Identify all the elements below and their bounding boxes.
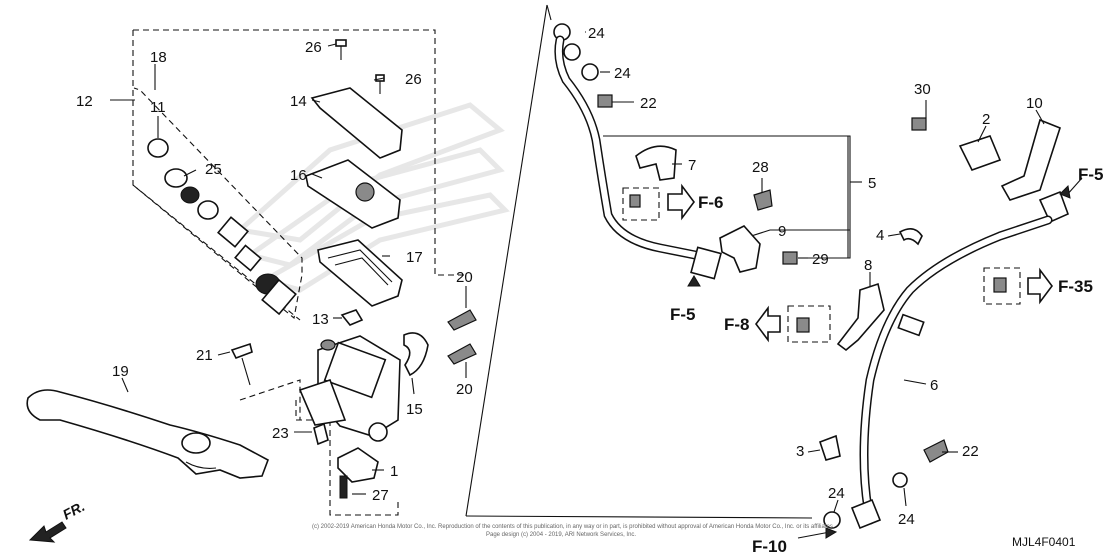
callout-24-a: 24 — [588, 25, 605, 42]
brake-hoses — [554, 35, 1053, 530]
callout-13: 13 — [312, 311, 329, 328]
callout-16: 16 — [290, 167, 307, 184]
callout-11: 11 — [150, 99, 166, 116]
ref-f6[interactable]: F-6 — [698, 193, 724, 212]
front-direction-indicator: FR. — [28, 498, 87, 543]
callout-28: 28 — [752, 159, 769, 176]
front-arrow-icon — [28, 521, 67, 543]
copyright-line-1: (c) 2002-2019 American Honda Motor Co., … — [312, 524, 835, 530]
callout-9: 9 — [778, 223, 786, 240]
hardware — [230, 23, 1007, 529]
callout-3: 3 — [796, 443, 804, 460]
callout-10: 10 — [1026, 95, 1043, 112]
callout-7: 7 — [688, 157, 696, 174]
callout-numbers: 12 18 11 25 26 26 14 16 17 13 21 19 20 2… — [76, 25, 1043, 528]
callout-26-mid: 26 — [405, 71, 422, 88]
section-ref-arrows — [667, 177, 1083, 539]
copyright-line-2: Page design (c) 2004 - 2019, ARI Network… — [486, 532, 636, 538]
callout-20-upper: 20 — [456, 269, 473, 286]
section-references: F-6 F-5 F-8 F-5 F-35 F-10 — [670, 165, 1104, 556]
callout-4: 4 — [876, 227, 884, 244]
leader-lines — [121, 31, 1045, 513]
ref-f5-left[interactable]: F-5 — [670, 305, 696, 324]
master-cylinder-internals — [147, 138, 297, 316]
callout-19: 19 — [112, 363, 129, 380]
front-label: FR. — [60, 498, 87, 523]
callout-23: 23 — [272, 425, 289, 442]
callout-12: 12 — [76, 93, 93, 110]
callout-17: 17 — [406, 249, 423, 266]
callout-8: 8 — [864, 257, 872, 274]
callout-24-c: 24 — [828, 485, 845, 502]
hose-brackets — [635, 118, 1070, 352]
callout-24-d: 24 — [898, 511, 915, 528]
diagram-code: MJL4F0401 — [1012, 535, 1076, 549]
callout-18: 18 — [150, 49, 167, 66]
callout-6: 6 — [930, 377, 938, 394]
ref-f5-right[interactable]: F-5 — [1078, 165, 1104, 184]
callout-22-bottom: 22 — [962, 443, 979, 460]
callout-1: 1 — [390, 463, 398, 480]
brake-switch — [313, 422, 379, 499]
callout-15: 15 — [406, 401, 423, 418]
callout-27: 27 — [372, 487, 389, 504]
brake-lever — [26, 389, 269, 479]
callout-25: 25 — [205, 161, 222, 178]
master-cylinder-body — [298, 332, 429, 442]
reservoir-parts — [305, 87, 403, 307]
callout-30: 30 — [914, 81, 931, 98]
callout-22-top: 22 — [640, 95, 657, 112]
callout-2: 2 — [982, 111, 990, 128]
callout-29: 29 — [812, 251, 829, 268]
callout-20-lower: 20 — [456, 381, 473, 398]
ref-f35[interactable]: F-35 — [1058, 277, 1093, 296]
ref-f8[interactable]: F-8 — [724, 315, 750, 334]
ref-f10[interactable]: F-10 — [752, 537, 787, 556]
callout-21: 21 — [196, 347, 213, 364]
callout-5: 5 — [868, 175, 876, 192]
callout-14: 14 — [290, 93, 307, 110]
callout-24-b: 24 — [614, 65, 631, 82]
callout-26-top: 26 — [305, 39, 322, 56]
